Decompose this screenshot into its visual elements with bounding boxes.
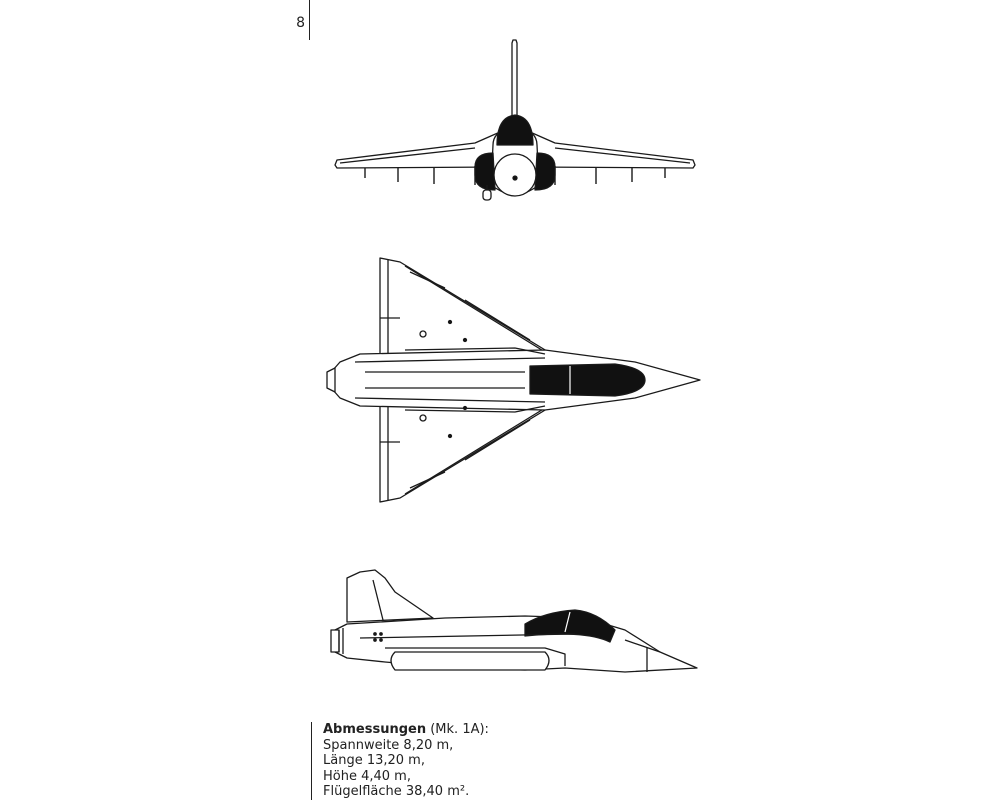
spec-wing-area: Flügelfläche 38,40 m².: [323, 784, 470, 799]
specs-heading: Abmessungen: [323, 722, 427, 737]
aircraft-front-view-drawing: [325, 35, 705, 205]
specs-variant: (Mk. 1A):: [430, 722, 489, 737]
aircraft-side-view-drawing: [325, 560, 710, 685]
spec-height: Höhe 4,40 m,: [323, 768, 411, 784]
page-number: 8: [296, 15, 305, 31]
aircraft-top-view-drawing: [315, 250, 715, 510]
spec-wingspan: Spannweite 8,20 m,: [323, 737, 454, 753]
spec-length: Länge 13,20 m,: [323, 753, 425, 768]
page-number-rule: [309, 0, 310, 40]
specs-heading-line: Abmessungen (Mk. 1A):: [323, 722, 611, 738]
dimensions-specs: Abmessungen (Mk. 1A): Spannweite 8,20 m,…: [311, 722, 611, 800]
